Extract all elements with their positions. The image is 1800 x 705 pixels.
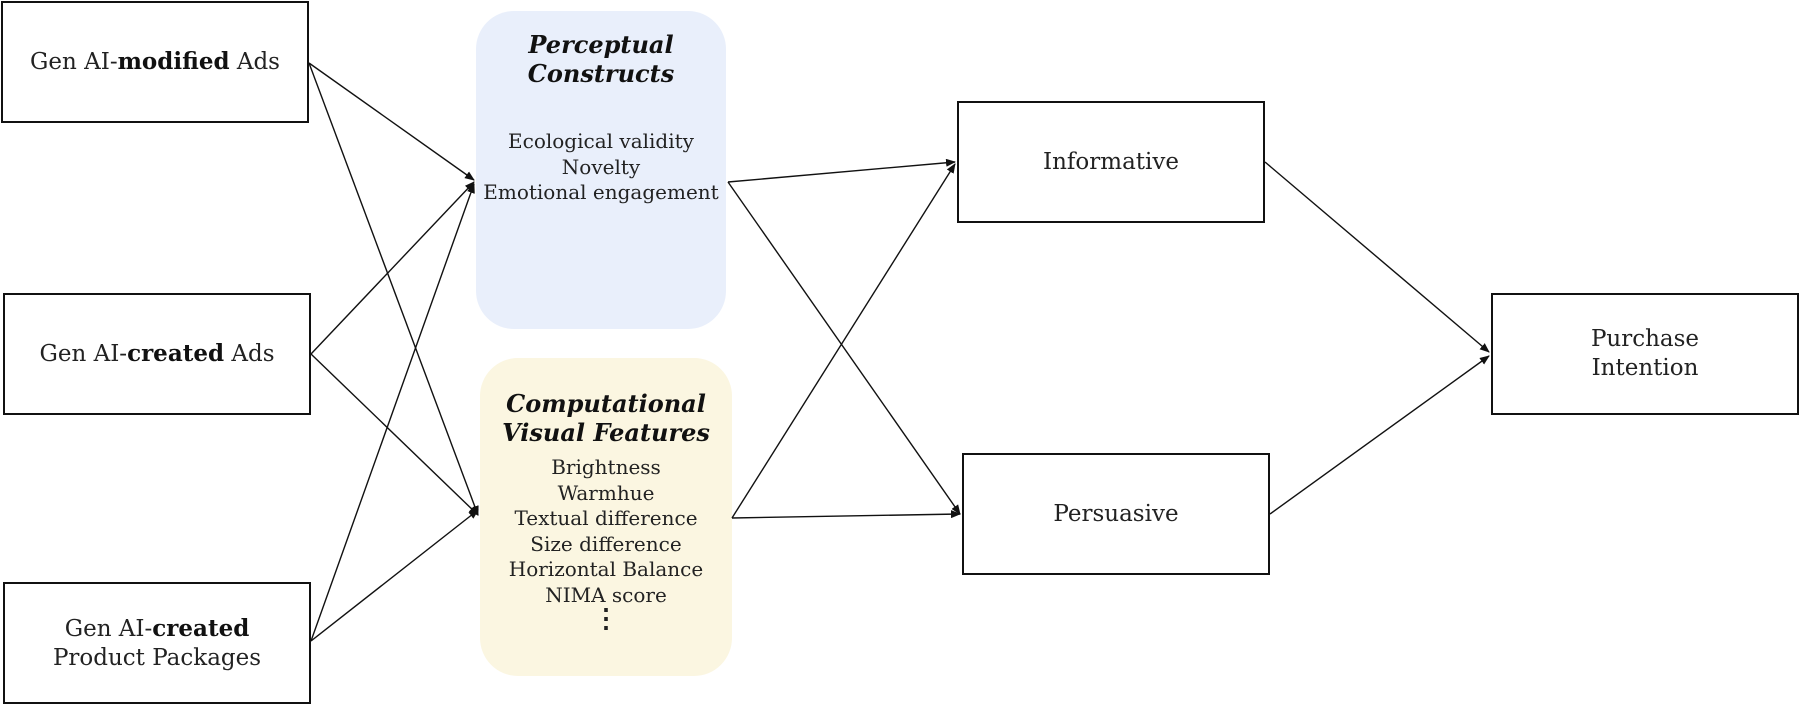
persuasive-label: Persuasive [1053, 500, 1179, 527]
ellipsis-icon: ⋮ [593, 604, 619, 634]
ai-created-ads-box: Gen AI-created Ads [3, 293, 311, 415]
arrow-modified-to-computational [308, 62, 479, 516]
computational-features-group: Computational Visual Features Brightness… [480, 358, 732, 676]
ai-modified-ads-label: Gen AI-modified Ads [30, 48, 280, 75]
informative-box: Informative [957, 101, 1265, 223]
arrow-informative-to-purchase [1264, 161, 1490, 353]
informative-label: Informative [1043, 148, 1179, 175]
computational-features-list: Brightness Warmhue Textual difference Si… [480, 455, 732, 634]
arrow-created-to-perceptual [310, 181, 475, 355]
persuasive-box: Persuasive [962, 453, 1270, 575]
perceptual-constructs-group: Perceptual Constructs Ecological validit… [476, 11, 726, 329]
purchase-intention-label: Purchase Intention [1590, 326, 1700, 381]
purchase-intention-box: Purchase Intention [1491, 293, 1799, 415]
arrow-packages-to-computational [310, 509, 479, 642]
arrow-perceptual-to-informative [727, 158, 956, 183]
feature-item: Warmhue [557, 480, 655, 505]
arrow-computational-to-persuasive [731, 510, 961, 519]
perceptual-constructs-list: Ecological validity Novelty Emotional en… [476, 129, 726, 206]
perceptual-item: Novelty [561, 154, 641, 179]
perceptual-constructs-title: Perceptual Constructs [527, 30, 675, 88]
feature-item: Horizontal Balance [508, 557, 704, 581]
arrow-computational-to-informative [731, 163, 956, 519]
computational-features-title: Computational Visual Features [502, 389, 710, 447]
ai-created-packages-label: Gen AI-created Product Packages [52, 614, 262, 671]
ai-created-packages-box: Gen AI-created Product Packages [3, 582, 311, 704]
arrow-created-to-computational [310, 353, 479, 516]
perceptual-item: Emotional engagement [483, 180, 719, 204]
feature-item: NIMA score [545, 582, 667, 607]
feature-item: Textual difference [514, 506, 698, 530]
arrow-modified-to-perceptual [308, 62, 475, 181]
feature-item: Size difference [530, 531, 682, 556]
arrow-packages-to-perceptual [310, 183, 475, 642]
perceptual-item: Ecological validity [508, 129, 694, 153]
ai-modified-ads-box: Gen AI-modified Ads [1, 1, 309, 123]
ai-created-ads-label: Gen AI-created Ads [39, 340, 275, 367]
arrow-persuasive-to-purchase [1269, 355, 1490, 515]
arrow-perceptual-to-persuasive [727, 181, 961, 515]
feature-item: Brightness [551, 455, 661, 479]
